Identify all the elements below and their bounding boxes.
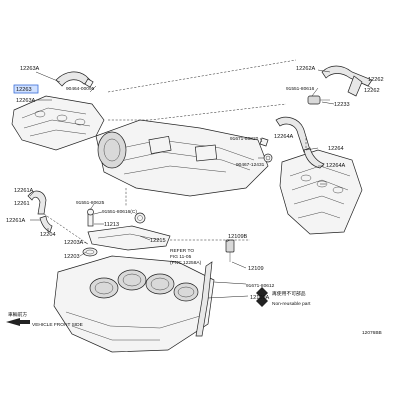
non-reusable-part-icon [256, 287, 268, 307]
label-12262a[interactable]: 12262A [296, 66, 316, 72]
dipstick-tube-12109 [195, 239, 235, 337]
label-12264[interactable]: 12264 [328, 146, 344, 152]
label-12261a-bottom[interactable]: 12261A [6, 218, 26, 224]
label-12261a-top[interactable]: 12261A [14, 188, 34, 194]
left-valve-cover [11, 95, 105, 151]
label-11213[interactable]: 11213 [104, 222, 119, 228]
label-91671-80612[interactable]: 91671-80612 [246, 283, 275, 289]
oil-separator-12215 [87, 208, 171, 251]
legend-label-en: Non-reusable part [272, 301, 311, 307]
label-refer-to[interactable]: REFER TO [170, 248, 194, 254]
vehicle-front-label-en: VEHICLE FRONT SIDE [32, 322, 83, 328]
figure-code: 12076BB [362, 330, 382, 336]
label-91551-80616c[interactable]: 91551-80616(C) [102, 209, 137, 215]
selected-part-highlight [13, 84, 39, 94]
label-12261[interactable]: 12261 [14, 201, 30, 207]
label-12264a-left[interactable]: 12264A [274, 134, 294, 140]
hose-12264 [275, 116, 325, 169]
engine-block [53, 255, 215, 353]
vehicle-front-arrow-icon [6, 318, 30, 326]
oil-filler-cap [134, 212, 146, 224]
label-12203a[interactable]: 12203A [64, 240, 84, 246]
label-12109[interactable]: 12109 [248, 266, 264, 272]
label-91671-80820[interactable]: 91671-80820 [230, 136, 259, 142]
label-12263a-top[interactable]: 12263A [20, 66, 40, 72]
label-91551-80616[interactable]: 91551-80616 [286, 86, 315, 92]
bolt-91671-80820 [259, 137, 269, 147]
vehicle-front-label-cn: 車輛前方 [8, 311, 27, 318]
label-91551-80625[interactable]: 91551-80625 [76, 200, 105, 206]
label-12203[interactable]: 12203 [64, 254, 80, 260]
label-12109b[interactable]: 12109B [228, 234, 248, 240]
label-12109a[interactable]: 12109A [250, 295, 270, 301]
label-12263a-bottom[interactable]: 12263A [16, 98, 36, 104]
label-12262-bottom[interactable]: 12262 [364, 88, 380, 94]
hose-12262 [321, 65, 373, 97]
label-12262-top[interactable]: 12262 [368, 77, 384, 83]
label-12215[interactable]: 12215 [150, 238, 166, 244]
label-refer-fig[interactable]: FIG 11-05 [170, 254, 192, 260]
grommet-90467-12431 [263, 153, 273, 163]
intake-manifold [95, 119, 269, 197]
gasket-12203 [82, 247, 98, 257]
hose-12261 [27, 190, 53, 233]
label-refer-pnc[interactable]: (PNC 12258A) [170, 260, 202, 266]
pcv-valve-12233 [307, 95, 330, 105]
label-12204[interactable]: 12204 [40, 232, 56, 238]
label-12263[interactable]: 12263 [16, 87, 32, 93]
label-90464-00095[interactable]: 90464-00095 [66, 86, 95, 92]
label-12264a-right[interactable]: 12264A [326, 163, 346, 169]
hose-12263a-top [55, 71, 94, 88]
label-90467-12431[interactable]: 90467-12431 [236, 162, 265, 168]
legend-label-cn: 再使用不可部品 [272, 290, 306, 297]
label-12233[interactable]: 12233 [334, 102, 350, 108]
